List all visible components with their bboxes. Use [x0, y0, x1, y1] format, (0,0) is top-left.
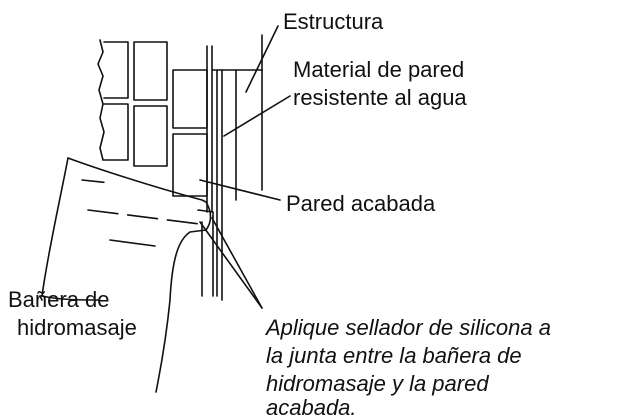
tile: [103, 103, 129, 161]
sealant-note-line2: la junta entre la bañera de: [266, 343, 522, 368]
sealant-note-line3: hidromasaje y la pared: [266, 371, 489, 396]
bathtub-rim: [197, 209, 214, 297]
structure-frame: [211, 69, 263, 191]
label-structure: Estructura: [283, 9, 384, 34]
leader-wall-material: [223, 95, 291, 137]
tile-grid: [103, 41, 208, 197]
tub-shading: [81, 179, 111, 184]
label-wall-material-line2: resistente al agua: [293, 85, 467, 110]
tub-shading: [109, 239, 156, 247]
leader-sealant: [199, 221, 263, 309]
tile: [133, 105, 168, 167]
leader-tub: [39, 295, 43, 301]
bathtub-outline: [41, 295, 99, 301]
bathtub-outline: [41, 157, 69, 297]
tile: [172, 69, 208, 129]
sealant-note-line4: acabada.: [266, 395, 357, 420]
label-tub-line2: hidromasaje: [17, 315, 137, 340]
sealant-note-line1: Aplique sellador de silicona a: [266, 315, 551, 340]
wall-outline: [97, 39, 105, 161]
label-wall-material-line1: Material de pared: [293, 57, 465, 82]
leader-structure: [245, 25, 279, 93]
tile: [103, 41, 129, 99]
bathtub-outline: [67, 157, 212, 393]
leader-sealant: [211, 217, 263, 309]
tile: [133, 41, 168, 101]
tub-shading: [87, 209, 201, 225]
label-tub-line1: Bañera de: [8, 287, 110, 312]
leader-finished-wall: [199, 179, 281, 201]
tile: [172, 133, 208, 197]
label-finished-wall: Pared acabada: [286, 191, 436, 216]
